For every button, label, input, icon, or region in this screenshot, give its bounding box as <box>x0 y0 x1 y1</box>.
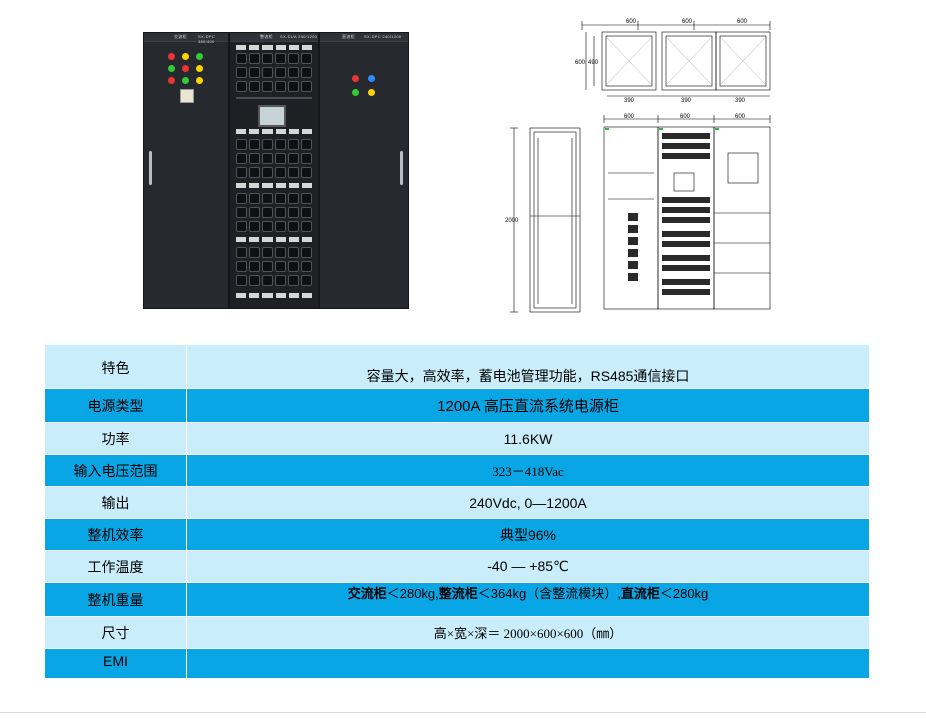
spec-label: EMI <box>44 648 187 679</box>
spec-label: 功率 <box>44 422 187 455</box>
spec-value: 323－418Vac <box>186 454 870 487</box>
spec-value: -40 — +85℃ <box>186 550 870 583</box>
panel-meter <box>180 89 194 103</box>
table-row: 特色 容量大，高效率，蓄电池管理功能，RS485通信接口 <box>44 344 870 389</box>
spec-table: 特色 容量大，高效率，蓄电池管理功能，RS485通信接口 电源类型 1200A … <box>44 344 870 679</box>
spec-label: 整机重量 <box>44 582 187 617</box>
table-row: 输入电压范围 323－418Vac <box>44 454 870 487</box>
indicator-lamp <box>168 65 175 72</box>
indicator-lamp <box>182 53 189 60</box>
spec-label: 整机效率 <box>44 518 187 551</box>
indicator-lamp <box>168 77 175 84</box>
spec-value: 典型96% <box>186 518 870 551</box>
indicator-lamp <box>182 65 189 72</box>
spec-label: 特色 <box>44 344 187 389</box>
dim-inner-width: 390 <box>681 98 692 104</box>
spec-value: 高×宽×深＝ 2000×600×600（㎜） <box>186 616 870 649</box>
table-row: EMI <box>44 648 870 679</box>
product-photo: 交流柜 SX-DPC 380/400 整流柜 SX-DUA 240/1200 <box>143 32 409 309</box>
indicator-lamp <box>168 53 175 60</box>
indicator-lamp <box>352 75 359 82</box>
front-view-drawing: 600 600 600 <box>598 113 776 313</box>
dim-inner-width: 390 <box>624 98 635 104</box>
dim-height: 2000 <box>505 218 519 224</box>
door-handle <box>149 151 152 185</box>
cabinet-sublabel: SX-DUA 240/1200 <box>280 34 318 39</box>
dim-width: 600 <box>624 114 635 120</box>
dim-depth: 600 <box>575 60 586 66</box>
cabinet-sublabel: SX-DPC 380/400 <box>198 34 215 44</box>
indicator-lamp <box>196 77 203 84</box>
spec-value: 1200A 高压直流系统电源柜 <box>186 388 870 423</box>
dim-width: 600 <box>735 114 746 120</box>
indicator-lamp <box>196 65 203 72</box>
cabinet-sublabel: SX-DPC 240/1200 <box>364 34 402 39</box>
indicator-lamp <box>196 53 203 60</box>
cabinet-label: 直流柜 <box>342 34 355 39</box>
dc-cabinet: 直流柜 SX-DPC 240/1200 <box>319 32 409 309</box>
door-handle <box>400 151 403 185</box>
table-row: 整机效率 典型96% <box>44 518 870 551</box>
divider <box>0 712 926 713</box>
spec-label: 尺寸 <box>44 616 187 649</box>
indicator-lamp <box>352 89 359 96</box>
indicator-lamp <box>368 89 375 96</box>
dim-depth: 490 <box>588 60 599 66</box>
ac-cabinet: 交流柜 SX-DPC 380/400 <box>143 32 229 309</box>
side-view-drawing: 2000 <box>504 126 584 316</box>
cabinet-label: 整流柜 <box>260 34 273 39</box>
dim-inner-width: 390 <box>735 98 746 104</box>
spec-label: 输出 <box>44 486 187 519</box>
spec-label: 电源类型 <box>44 388 187 423</box>
dim-width: 600 <box>680 114 691 120</box>
top-view-drawing: 600 600 600 600 490 390 390 390 <box>574 18 774 104</box>
dim-width: 600 <box>737 19 748 25</box>
dim-width: 600 <box>626 19 637 25</box>
table-row: 功率 11.6KW <box>44 422 870 455</box>
dim-width: 600 <box>682 19 693 25</box>
spec-value: 容量大，高效率，蓄电池管理功能，RS485通信接口 <box>186 344 870 389</box>
rectifier-cabinet: 整流柜 SX-DUA 240/1200 <box>229 32 319 309</box>
monitor-screen <box>258 105 286 127</box>
indicator-lamp <box>182 77 189 84</box>
spec-value <box>186 648 870 679</box>
spec-value: 240Vdc, 0—1200A <box>186 486 870 519</box>
spec-value: 11.6KW <box>186 422 870 455</box>
indicator-lamp <box>368 75 375 82</box>
table-row: 电源类型 1200A 高压直流系统电源柜 <box>44 388 870 423</box>
table-row: 工作温度 -40 — +85℃ <box>44 550 870 583</box>
table-row: 尺寸 高×宽×深＝ 2000×600×600（㎜） <box>44 616 870 649</box>
spec-label: 输入电压范围 <box>44 454 187 487</box>
spec-label: 工作温度 <box>44 550 187 583</box>
cabinet-label: 交流柜 <box>174 34 187 39</box>
table-row: 输出 240Vdc, 0—1200A <box>44 486 870 519</box>
spec-value: 交流柜＜280kg,整流柜＜364kg（含整流模块）,直流柜＜280kg <box>186 582 870 617</box>
table-row: 整机重量 交流柜＜280kg,整流柜＜364kg（含整流模块）,直流柜＜280k… <box>44 582 870 617</box>
